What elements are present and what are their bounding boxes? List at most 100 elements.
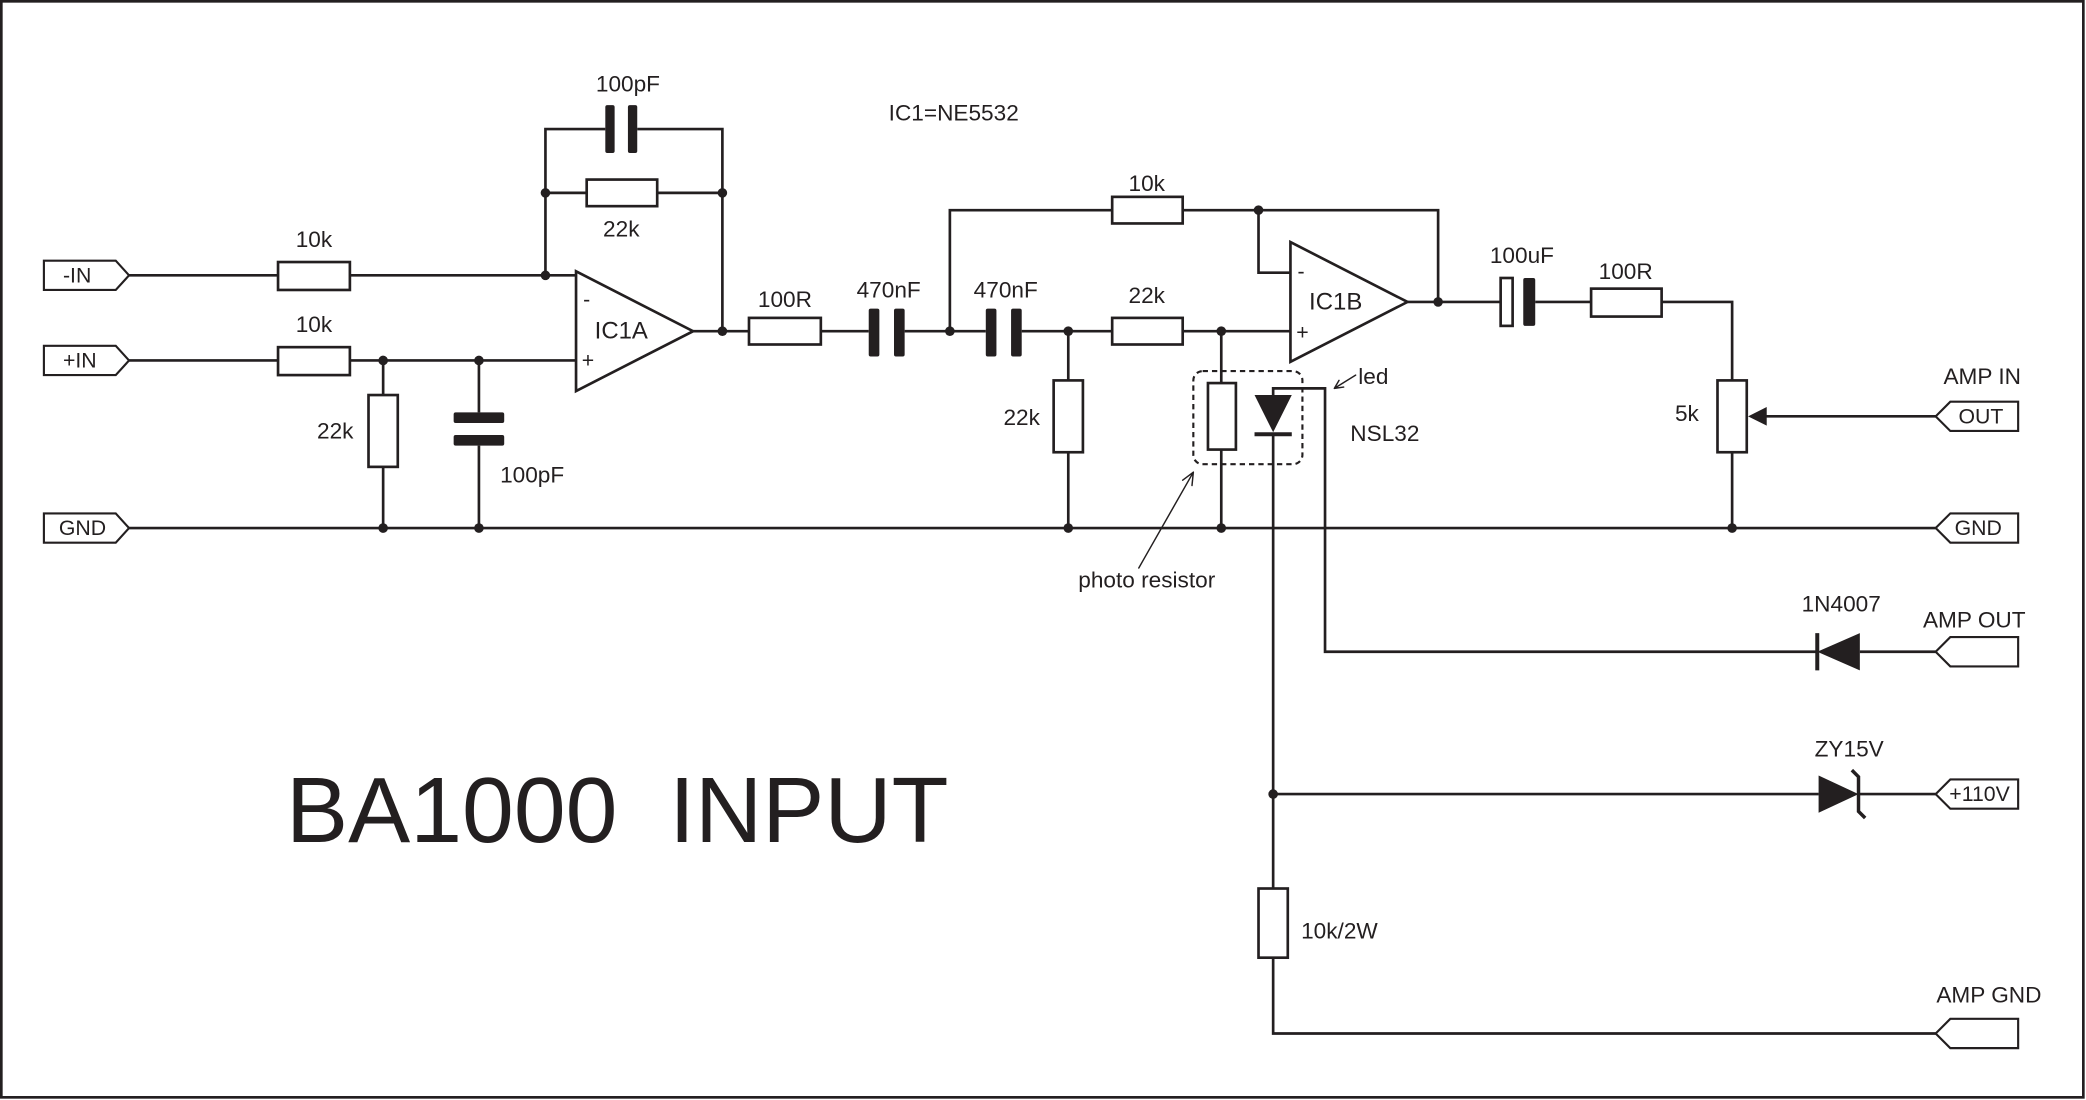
capacitor-470nf-second: 470nF — [974, 277, 1038, 357]
capacitor-100uf-coupling: 100uF — [1490, 243, 1554, 328]
junction-dot — [945, 326, 955, 336]
resistor-body — [1589, 287, 1663, 318]
resistor-10k-feedback-ic1b: 10k — [1110, 171, 1185, 225]
junction-dot — [1063, 523, 1074, 533]
junction-dot — [378, 523, 388, 533]
capacitor-plate — [868, 308, 880, 357]
resistor-body — [1052, 379, 1085, 454]
led-label: led — [1358, 364, 1388, 389]
connector-amp-in-label: OUT — [1958, 404, 2003, 428]
capacitor-positive-plate — [1499, 276, 1514, 328]
resistor-body — [276, 345, 352, 377]
junction-dot — [1253, 205, 1264, 215]
resistor-100r-output: 100R — [1589, 259, 1663, 318]
connector-neg-in-label: -IN — [63, 263, 91, 287]
resistor-22k-feedback: 22k — [585, 178, 659, 241]
opamp-inverting-sign: - — [583, 287, 590, 311]
opamp-ic1b: - + IC1B — [1289, 239, 1411, 364]
junction-dot — [717, 188, 728, 198]
junction-dot — [540, 188, 551, 198]
ic-part-note: IC1=NE5532 — [889, 101, 1019, 126]
capacitor-value-label: 100pF — [596, 71, 660, 96]
resistor-body — [1110, 195, 1185, 225]
connector-gnd-right-shape — [1934, 512, 2020, 544]
resistor-value-label: 100R — [1599, 259, 1653, 284]
connector-neg-in: -IN — [42, 259, 131, 292]
resistor-value-label: 10k — [1129, 171, 1166, 196]
resistor-22k-shunt-filter: 22k — [1003, 379, 1085, 454]
junction-dot — [474, 523, 484, 533]
opamp-inverting-sign: - — [1298, 259, 1305, 283]
diode-label: 1N4007 — [1802, 591, 1881, 616]
connector-gnd-right: GND — [1934, 512, 2020, 544]
connector-amp-gnd-shape — [1934, 1017, 2020, 1050]
photo-resistor-body — [1206, 381, 1238, 451]
resistor-10k-2w: 10k/2W — [1257, 887, 1378, 960]
connector-supply-shape — [1934, 778, 2020, 810]
wire-ic1b-feedback-right — [1182, 208, 1440, 302]
opamp-label: IC1A — [595, 318, 648, 345]
resistor-body — [1110, 316, 1185, 346]
connector-pos-in: +IN — [42, 344, 131, 377]
optocoupler-part-label: NSL32 — [1350, 421, 1419, 446]
opamp-triangle — [1289, 239, 1411, 364]
led-pointer-arrow — [1333, 374, 1357, 390]
connector-gnd-left: GND — [42, 512, 131, 544]
wire-ic1a-feedback-right — [637, 127, 724, 332]
resistor-value-label: 10k/2W — [1301, 919, 1378, 944]
capacitor-value-label: 100pF — [500, 462, 564, 487]
resistor-10k-pos-in: 10k — [276, 312, 352, 377]
potentiometer-body — [1716, 379, 1749, 454]
capacitor-value-label: 100uF — [1490, 243, 1554, 268]
connector-amp-in: AMP IN OUT — [1934, 364, 2021, 433]
resistor-22k-shunt: 22k — [317, 393, 400, 469]
resistor-body — [747, 316, 823, 346]
connector-amp-out-shape — [1934, 636, 2020, 668]
capacitor-value-label: 470nF — [974, 277, 1038, 302]
wire-ic1a-feedback-left — [544, 127, 606, 276]
zener-triangle — [1818, 775, 1859, 813]
connector-pos-in-label: +IN — [63, 348, 97, 372]
connector-amp-gnd: AMP GND — [1934, 982, 2041, 1050]
capacitor-plate — [453, 412, 505, 423]
capacitor-plate — [627, 105, 638, 153]
wire-led-anode — [1271, 387, 1818, 654]
opamp-ic1a: - + IC1A — [574, 269, 697, 394]
connector-amp-gnd-caption: AMP GND — [1936, 982, 2041, 1007]
connector-amp-out-caption: AMP OUT — [1923, 607, 2026, 632]
junction-dot — [1216, 523, 1227, 533]
potentiometer-5k: 5k — [1675, 379, 1767, 454]
zener-cathode-bar — [1850, 768, 1867, 820]
connector-supply: +110V — [1934, 778, 2020, 810]
opamp-noninverting-sign: + — [1296, 321, 1308, 345]
connector-pos-in-shape — [42, 344, 131, 377]
resistor-body — [276, 260, 352, 292]
connector-amp-in-shape — [1934, 400, 2020, 433]
resistor-value-label: 10k — [296, 227, 333, 252]
capacitor-100pf-feedback: 100pF — [596, 71, 660, 153]
junctions — [378, 188, 1737, 799]
capacitor-470nf-first: 470nF — [857, 277, 921, 357]
opamp-noninverting-sign: + — [582, 348, 594, 372]
junction-dot — [474, 355, 484, 366]
capacitor-plate — [453, 434, 505, 446]
resistor-value-label: 10k — [296, 312, 333, 337]
junction-dot — [717, 326, 728, 336]
capacitor-plate — [985, 308, 997, 357]
capacitor-100pf-shunt: 100pF — [453, 412, 564, 487]
zener-diode-zy15v: ZY15V — [1815, 736, 1884, 820]
resistor-10k-neg-in: 10k — [276, 227, 352, 292]
optocoupler-nsl32: NSL32 led photo resistor — [1078, 364, 1419, 593]
capacitor-plate — [1011, 308, 1022, 357]
diode-1n4007: 1N4007 — [1802, 591, 1881, 671]
connector-gnd-left-label: GND — [59, 516, 106, 540]
opamp-triangle — [574, 269, 697, 394]
potentiometer-value-label: 5k — [1675, 401, 1700, 426]
wires — [129, 127, 1936, 1035]
resistor-body — [1257, 887, 1290, 960]
potentiometer-wiper-arrow — [1748, 407, 1767, 426]
optocoupler-outline — [1192, 370, 1304, 466]
junction-dot — [540, 270, 551, 281]
led-triangle — [1254, 395, 1292, 433]
